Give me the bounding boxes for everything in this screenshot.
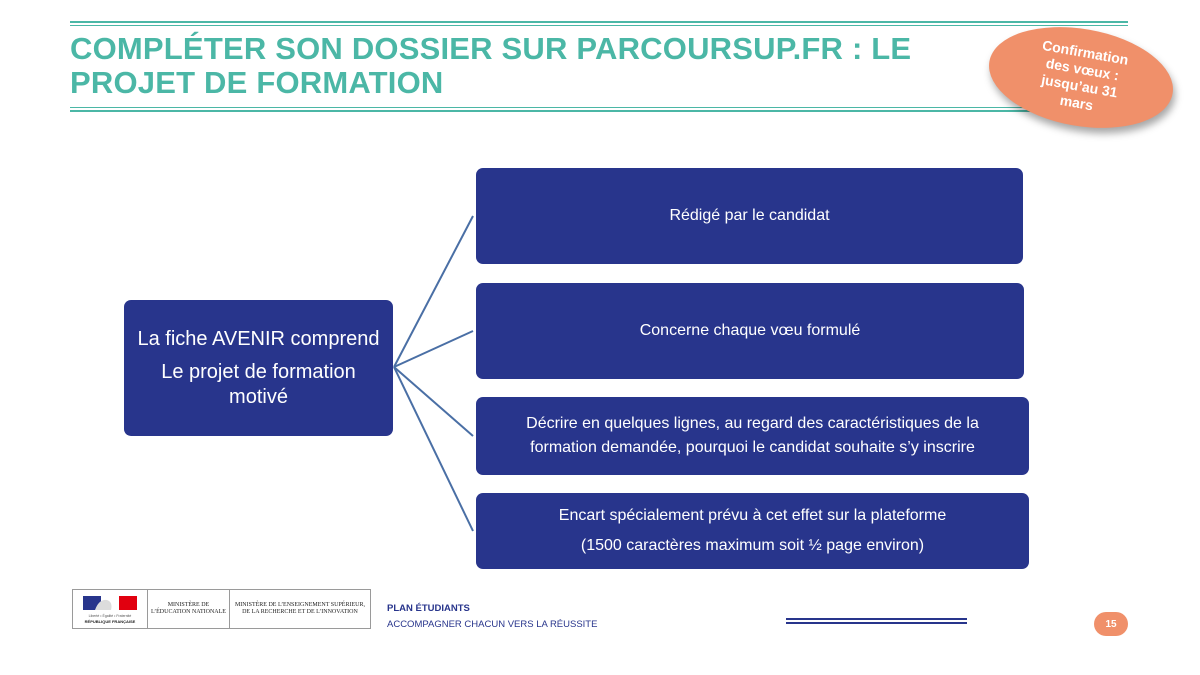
title-rule-thick [70, 110, 1128, 112]
ministry-higher-ed: MINISTÈRE DE L’ENSEIGNEMENT SUPÉRIEUR, D… [230, 590, 370, 628]
slide-title: COMPLÉTER SON DOSSIER SUR PARCOURSUP.FR … [70, 31, 912, 100]
footer-bar [786, 618, 967, 620]
item-text: Rédigé par le candidat [669, 207, 830, 224]
title-rule-thin [70, 107, 1128, 108]
item-text: Concerne chaque vœu formulé [639, 322, 861, 339]
ministry-higher-ed-text: MINISTÈRE DE L’ENSEIGNEMENT SUPÉRIEUR, D… [234, 602, 365, 615]
item-box-1: Rédigé par le candidat [476, 168, 1023, 264]
fiche-avenir-subject: Le projet de formation motivé [161, 360, 356, 408]
fiche-avenir-heading: La fiche AVENIR comprend [137, 327, 380, 350]
top-rule-thin [70, 25, 1128, 26]
marianne-flag-icon: Liberté • Égalité • Fraternité RÉPUBLIQU… [83, 596, 137, 624]
logo-republique: RÉPUBLIQUE FRANÇAISE [85, 619, 136, 624]
ministry-logos: Liberté • Égalité • Fraternité RÉPUBLIQU… [72, 589, 371, 629]
connector-4 [393, 366, 474, 532]
item-text: Décrire en quelques lignes, au regard de… [526, 415, 979, 456]
marianne-logo: Liberté • Égalité • Fraternité RÉPUBLIQU… [73, 590, 148, 628]
item-note: (1500 caractères maximum soit ½ page env… [580, 537, 925, 554]
connector-3 [393, 366, 474, 437]
item-box-2: Concerne chaque vœu formulé [476, 283, 1024, 379]
footer-bar [786, 622, 967, 624]
page-number: 15 [1094, 612, 1128, 636]
ministry-education: MINISTÈRE DE L’ÉDUCATION NATIONALE [148, 590, 230, 628]
item-box-3: Décrire en quelques lignes, au regard de… [476, 397, 1029, 475]
connector-1 [393, 215, 474, 368]
plan-etudiants: PLAN ÉTUDIANTS ACCOMPAGNER CHACUN VERS L… [387, 601, 597, 633]
footer-bars [786, 618, 967, 626]
item-text: Encart spécialement prévu à cet effet su… [558, 507, 947, 524]
ministry-education-text: MINISTÈRE DE L’ÉDUCATION NATIONALE [151, 602, 226, 615]
item-box-4: Encart spécialement prévu à cet effet su… [476, 493, 1029, 569]
fiche-avenir-box: La fiche AVENIR comprend Le projet de fo… [124, 300, 393, 436]
connector-2 [393, 330, 474, 368]
plan-subtitle: ACCOMPAGNER CHACUN VERS LA RÉUSSITE [387, 619, 598, 630]
top-rule-thick [70, 21, 1128, 23]
logo-motto: Liberté • Égalité • Fraternité [89, 613, 132, 618]
plan-title: PLAN ÉTUDIANTS [387, 603, 470, 614]
